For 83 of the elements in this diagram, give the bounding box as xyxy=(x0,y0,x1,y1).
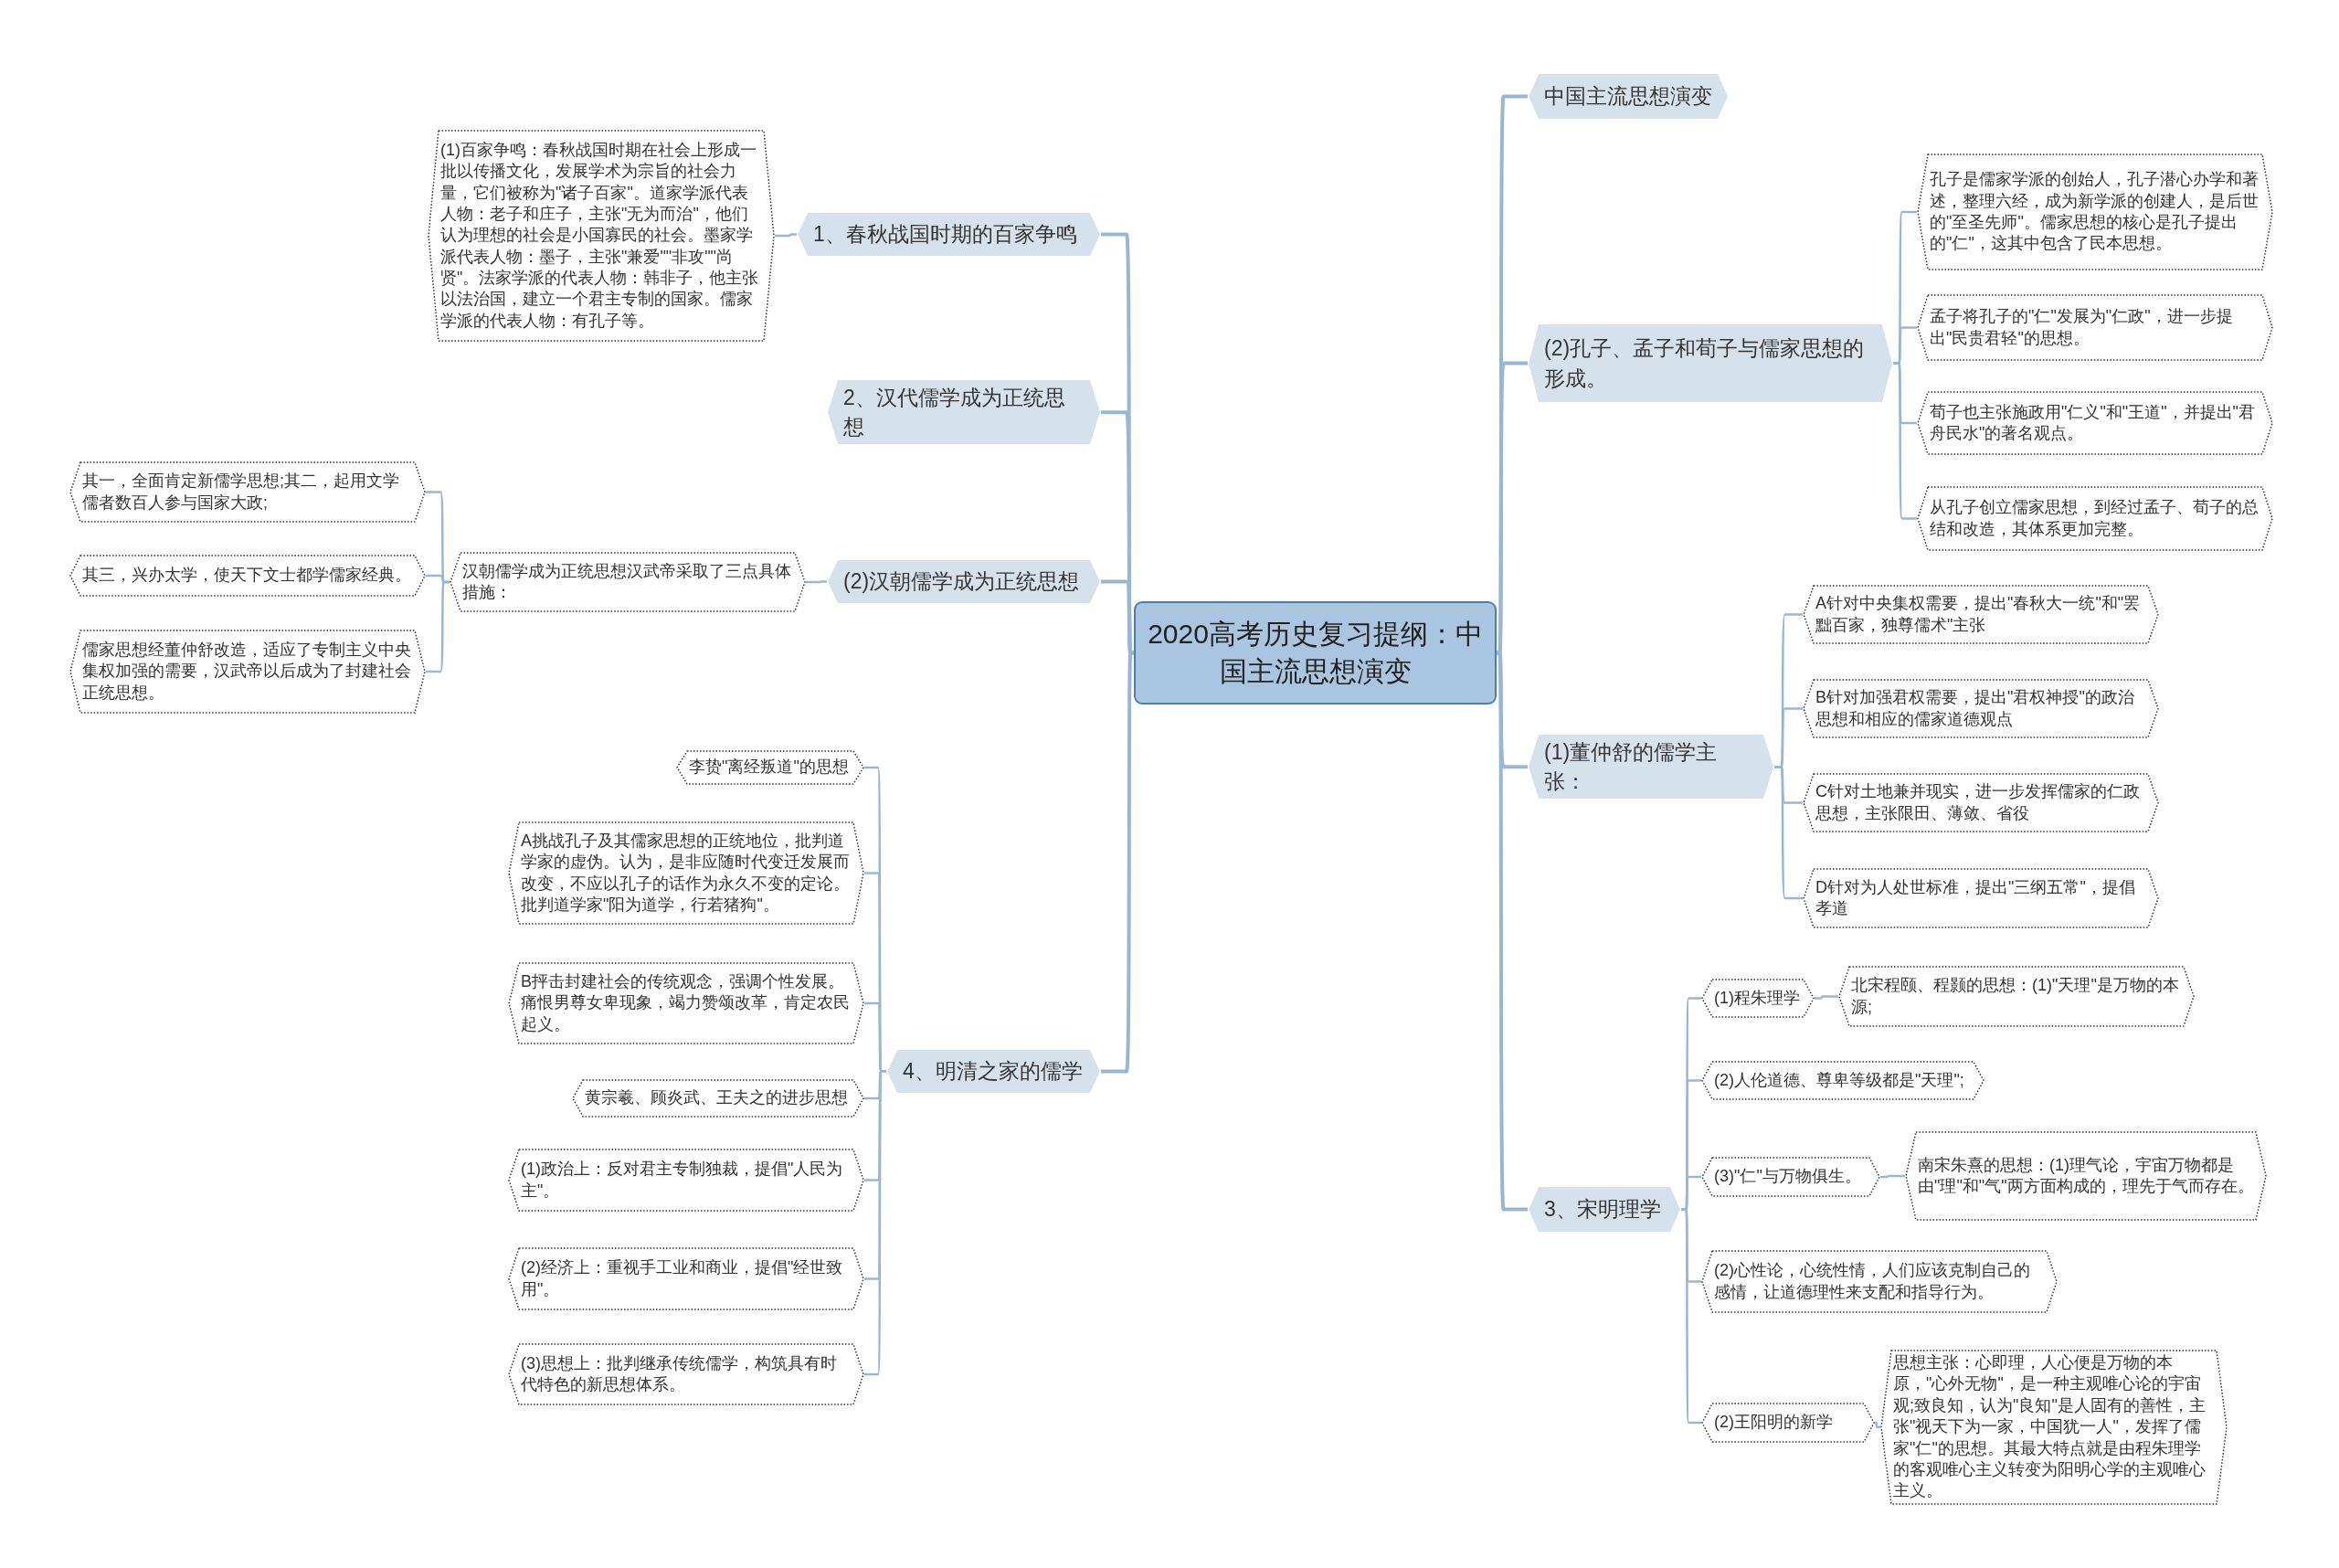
note-text: (3)思想上：批判继承传统儒学，构筑具有时代特色的新思想体系。 xyxy=(521,1352,838,1395)
note-box xyxy=(428,130,775,342)
note-text: 汉朝儒学成为正统思想汉武帝采取了三点具体措施： xyxy=(462,560,792,603)
topic-text: 2、汉代儒学成为正统思想 xyxy=(843,385,1066,441)
note-text: C针对土地兼并现实，进一步发挥儒家的仁政思想，主张限田、薄敛、省役 xyxy=(1815,781,2141,824)
connector-line xyxy=(1101,579,1134,655)
central-topic-text: 2020高考历史复习提纲：中国主流思想演变 xyxy=(1147,618,1484,688)
note-box xyxy=(1701,1403,1875,1443)
note-text: 其一，全面肯定新儒学思想;其二，起用文学儒者数百人参与国家大政; xyxy=(82,471,400,514)
note-box xyxy=(676,750,864,785)
connector-line xyxy=(1815,995,1838,1000)
note-text: (1)程朱理学 xyxy=(1714,987,1801,1009)
note-box xyxy=(508,821,864,925)
note-text: (2)心性论，心统性情，人们应该克制自己的感情，让道德理性来支配和指导行为。 xyxy=(1714,1260,2031,1303)
topic-box xyxy=(1528,323,1893,403)
note-box xyxy=(69,461,426,523)
note-text: D针对为人处世标准，提出"三纲五常"，提倡孝道 xyxy=(1815,876,2136,919)
note-box xyxy=(1701,1061,1984,1100)
note-box xyxy=(450,552,806,612)
topic-text: 3、宋明理学 xyxy=(1544,1196,1662,1224)
note-box xyxy=(1803,679,2159,738)
connector-line xyxy=(1893,362,1917,520)
topic-box xyxy=(797,212,1101,257)
note-text: (1)百家争鸣：春秋战国时期在社会上形成一批以传播文化，发展学术为宗旨的社会力量，它们被称为"诸子百家"。道家学派代表人物：老子和庄子，主张"无为而治"，他们认为理想的社会是小国寡民的社会。墨家学派代表人物：墨子，主张"兼爱""非攻""尚贤"。法家学派的代表人物：韩非子，他主张以法治国，建立一个君主专制的国家。儒家学派的代表人物：有孔子等。 xyxy=(440,139,760,332)
note-box xyxy=(572,1079,864,1118)
note-box xyxy=(1701,1250,2058,1313)
note-text: A针对中央集权需要，提出"春秋大一统"和"罢黜百家，独尊儒术"主张 xyxy=(1815,593,2142,636)
note-text: 从孔子创立儒家思想，到经过孟子、荀子的总结和改造，其体系更加完整。 xyxy=(1930,497,2260,540)
note-text: B针对加强君权需要，提出"君权神授"的政治思想和相应的儒家道德观点 xyxy=(1815,687,2135,730)
note-text: (2)王阳明的新学 xyxy=(1714,1412,1834,1434)
note-box xyxy=(1917,486,2273,551)
topic-box xyxy=(1528,734,1774,800)
central-topic-box xyxy=(1134,601,1497,705)
note-text: (2)经济上：重视手工业和商业，提倡"经世致用"。 xyxy=(521,1257,844,1300)
topic-box xyxy=(886,1049,1101,1094)
note-box xyxy=(69,630,426,714)
connector-line xyxy=(1880,1174,1905,1179)
note-box xyxy=(508,1247,864,1310)
connector-line xyxy=(1101,651,1135,1074)
note-text: A挑战孔子及其儒家思想的正统地位，批判道学家的虚伪。认为，是非应随时代变迁发展而改变，不应以孔子的话作为永久不变的定论。批判道学家"阳为道学，行若猪狗"。 xyxy=(521,830,851,916)
note-box xyxy=(508,962,864,1044)
topic-text: 中国主流思想演变 xyxy=(1544,83,1712,111)
note-box xyxy=(1701,1157,1880,1197)
note-text: 北宋程颐、程颢的思想：(1)"天理"是万物的本源; xyxy=(1851,975,2180,1018)
topic-text: 4、明清之家的儒学 xyxy=(903,1058,1084,1086)
note-text: 李贽"离经叛道"的思想 xyxy=(689,757,850,779)
note-box xyxy=(1838,966,2195,1027)
note-box xyxy=(1917,294,2273,361)
note-text: 儒家思想经董仲舒改造，适应了专制主义中央集权加强的需要，汉武帝以后成为了封建社会正统思想。 xyxy=(82,639,412,704)
topic-text: (1)董仲舒的儒学主张： xyxy=(1544,739,1719,796)
connector-line xyxy=(775,233,797,238)
note-box xyxy=(1803,773,2159,832)
topic-box xyxy=(1528,1186,1681,1233)
note-text: (2)人伦道德、尊卑等级都是"天理"; xyxy=(1714,1069,1965,1091)
note-text: (1)政治上：反对君主专制独裁，提倡"人民为主"。 xyxy=(521,1159,844,1202)
topic-text: (2)汉朝儒学成为正统思想 xyxy=(843,568,1081,596)
note-box xyxy=(1917,391,2273,455)
note-text: 黄宗羲、顾炎武、王夫之的进步思想 xyxy=(585,1087,849,1109)
topic-text: 1、春秋战国时期的百家争鸣 xyxy=(813,221,1078,249)
topic-box xyxy=(827,559,1101,604)
note-text: 思想主张：心即理，人心便是万物的本原，"心外无物"，是一种主观唯心论的宇宙观;致良知，认为"良知"是人固有的善性，主张"视天下为一家，中国犹一人"，发挥了儒家"仁"的思想。其最大特点就是由程朱理学的客观唯心主义转变为阳明心学的主观唯心主义。 xyxy=(1893,1352,2207,1502)
note-text: 孟子将孔子的"仁"发展为"仁政"，进一步提出"民贵君轻"的思想。 xyxy=(1930,306,2234,349)
note-box xyxy=(1917,154,2273,270)
note-text: 南宋朱熹的思想：(1)理气论，宇宙万物都是由"理"和"气"两方面构成的，理先于气而存在。 xyxy=(1918,1154,2254,1197)
note-box xyxy=(1803,868,2159,928)
topic-box xyxy=(1528,73,1729,120)
note-text: 其三，兴办太学，使天下文士都学儒家经典。 xyxy=(82,565,412,587)
connector-line xyxy=(1774,765,1803,900)
note-text: 孔子是儒家学派的创始人，孔子潜心办学和著述，整理六经，成为新学派的创建人，是后世的"至圣先师"。儒家思想的核心是孔子提出的"仁"，这其中包含了民本思想。 xyxy=(1930,169,2260,255)
note-text: B抨击封建社会的传统观念，强调个性发展。痛恨男尊女卑现象，竭力赞颂改革，肯定农民起义。 xyxy=(521,970,851,1035)
connector-line xyxy=(426,580,450,673)
note-text: (3)"仁"与万物俱生。 xyxy=(1714,1166,1862,1188)
note-box xyxy=(508,1343,864,1405)
note-box xyxy=(69,555,426,597)
note-box xyxy=(1701,979,1815,1018)
topic-box xyxy=(827,379,1101,446)
connector-line xyxy=(1496,361,1528,655)
note-box xyxy=(1803,585,2159,644)
note-box xyxy=(508,1149,864,1212)
note-box xyxy=(1905,1131,2267,1221)
note-text: 荀子也主张施政用"仁义"和"王道"，并提出"君舟民水"的著名观点。 xyxy=(1930,401,2256,444)
connector-line xyxy=(806,580,827,584)
topic-text: (2)孔子、孟子和荀子与儒家思想的形成。 xyxy=(1544,335,1866,392)
